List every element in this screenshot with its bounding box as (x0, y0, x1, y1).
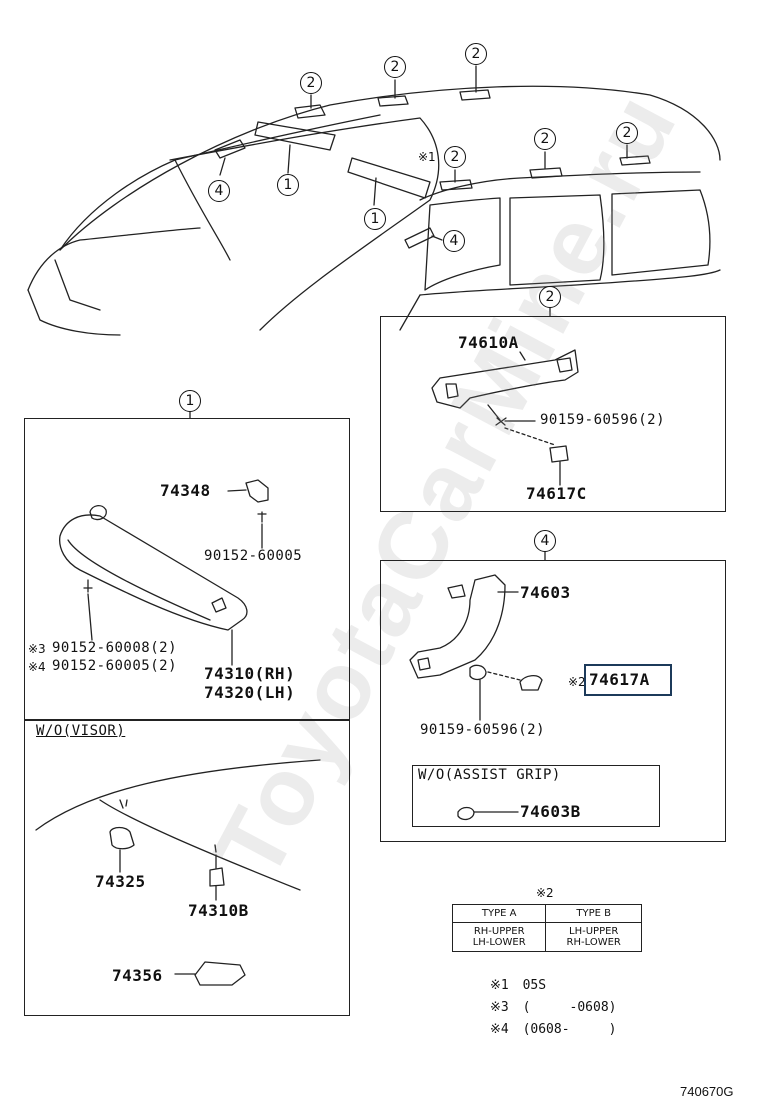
without-assist-grip-title: W/O(ASSIST GRIP) (418, 767, 561, 783)
callout-2: 2 (444, 146, 466, 168)
note-1-mark: ※1 (490, 978, 509, 993)
part-74610a: 74610A (458, 333, 519, 352)
legend-table: TYPE A TYPE B RH-UPPER LH-LOWER LH-UPPER… (451, 904, 642, 952)
legend-mark-2: ※2 (536, 886, 554, 900)
note-3-text: ( -0608) (522, 1000, 617, 1015)
note-4-mark: ※4 (490, 1022, 509, 1037)
cover-74356-art (194, 961, 246, 986)
part-90159-60596-bottom: 90159-60596(2) (420, 722, 546, 738)
note-mark-3: ※3 (28, 642, 46, 656)
part-90152-60005-x2: 90152-60005(2) (52, 658, 178, 674)
legend-col-type-a: TYPE A (451, 904, 547, 923)
visor-front-left-art (254, 121, 336, 151)
note-3-mark: ※3 (490, 1000, 509, 1015)
callout-2: 2 (300, 72, 322, 94)
car-roof-outline (59, 85, 721, 251)
callout-4: 4 (208, 180, 230, 202)
note-4: ※4 (0608- ) (490, 1022, 616, 1037)
part-90152-60005: 90152-60005 (204, 548, 303, 564)
part-74603b: 74603B (520, 802, 581, 821)
box-4-assist-grip (380, 560, 726, 842)
callout-4: 4 (443, 230, 465, 252)
part-74348: 74348 (160, 481, 211, 500)
box-without-assist-grip (412, 765, 660, 827)
callout-2: 2 (465, 43, 487, 65)
part-74617c: 74617C (526, 484, 587, 503)
box-1-sun-visor (24, 418, 350, 720)
note-1-text: 05S (522, 978, 547, 993)
note-mark-1: ※1 (418, 150, 436, 164)
part-74310b: 74310B (188, 901, 249, 920)
box-2-assist-grip (380, 316, 726, 512)
box-without-visor (24, 720, 350, 1016)
legend-cell-b: LH-UPPER RH-LOWER (545, 922, 642, 952)
legend-b2: RH-LOWER (566, 937, 621, 948)
note-4-text: (0608- ) (522, 1022, 617, 1037)
note-1: ※1 05S (490, 978, 546, 993)
visor-front-right-art (347, 157, 431, 199)
callout-2: 2 (384, 56, 406, 78)
box-4-callout: 4 (534, 530, 556, 552)
visor-clip-74325-art (109, 826, 135, 850)
part-74325: 74325 (95, 872, 146, 891)
legend-a2: LH-LOWER (472, 937, 526, 948)
highlight-box-74617a (584, 664, 672, 696)
box-2-callout: 2 (539, 286, 561, 308)
part-90152-60008: 90152-60008(2) (52, 640, 178, 656)
grip-74610a-art (431, 349, 579, 409)
legend-a1: RH-UPPER (473, 926, 525, 937)
callout-2: 2 (534, 128, 556, 150)
note-3: ※3 ( -0608) (490, 1000, 616, 1015)
part-90159-60596-top: 90159-60596(2) (540, 412, 666, 428)
legend-col-type-b: TYPE B (545, 904, 642, 923)
part-74320-lh: 74320(LH) (204, 683, 296, 702)
figure-code: 740670G (680, 1084, 734, 1099)
callout-2: 2 (616, 122, 638, 144)
callout-1: 1 (277, 174, 299, 196)
legend-cell-a: RH-UPPER LH-LOWER (451, 922, 547, 952)
callout-1: 1 (364, 208, 386, 230)
legend-b1: LH-UPPER (569, 926, 619, 937)
part-74617a: 74617A (589, 670, 650, 689)
part-74603: 74603 (520, 583, 571, 602)
note-mark-2: ※2 (568, 675, 586, 689)
holder-74310b-art (209, 867, 225, 887)
note-mark-4: ※4 (28, 660, 46, 674)
box-1-callout: 1 (179, 390, 201, 412)
without-visor-title: W/O(VISOR) (36, 723, 126, 739)
grip-74603-art (409, 574, 506, 679)
part-74310-rh: 74310(RH) (204, 664, 296, 683)
part-74356: 74356 (112, 966, 163, 985)
